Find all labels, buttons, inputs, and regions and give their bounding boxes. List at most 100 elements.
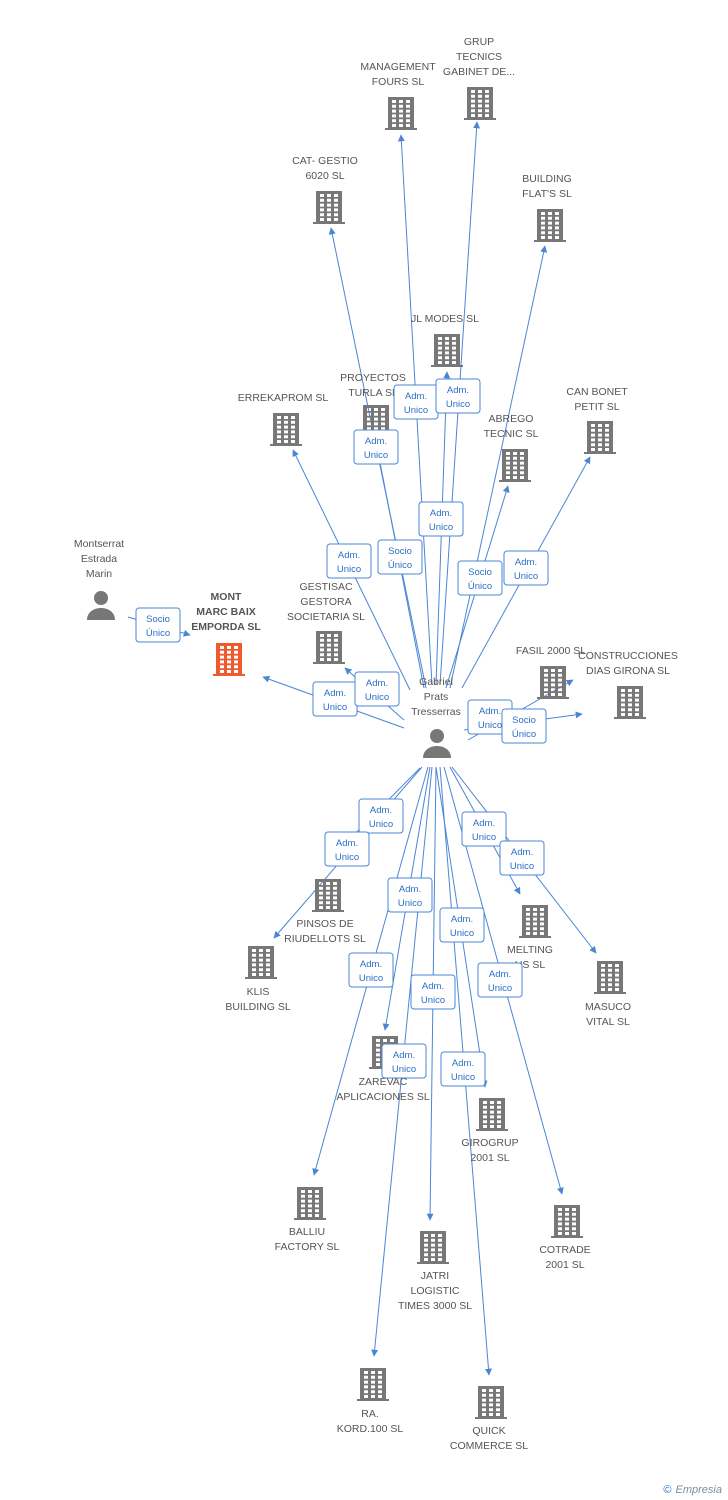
building-icon[interactable] [499,449,531,482]
edge-label-box [354,671,400,707]
edge-label-jlmodes[interactable]: Adm.Unico [418,501,464,537]
edge-label-text: Adm. [479,706,501,717]
edge-label-grup[interactable]: Adm.Unico [435,378,481,414]
edge-label-box [358,798,404,834]
building-icon[interactable] [614,686,646,719]
building-icon[interactable] [357,1368,389,1401]
building-icon[interactable] [534,209,566,242]
edge-label-pinsos[interactable]: Adm.Unico [358,798,404,834]
edge-label-text: Adm. [370,805,392,816]
edge-label-gestisac[interactable]: Adm.Unico [354,671,400,707]
node-label-errekaprom: ERREKAPROM SL [238,392,329,404]
building-shape [360,1368,386,1400]
edge-label-catgestio[interactable]: Adm.Unico [353,429,399,465]
person-icon[interactable] [423,729,451,758]
edge-label-text: Unico [335,852,359,863]
edge-label-box [377,539,423,575]
edge-label-balliu[interactable]: Adm.Unico [348,952,394,988]
building-base [385,128,417,130]
building-icon[interactable] [537,666,569,699]
building-icon[interactable] [519,905,551,938]
edge-label-mont[interactable]: Adm.Unico [312,681,358,717]
edge-label-quick[interactable]: Adm.Unico [440,1051,486,1087]
edge-label-box [457,560,503,596]
edge-label-klis[interactable]: Adm.Unico [324,831,370,867]
edge-label-masuco[interactable]: Adm.Unico [499,840,545,876]
edge-label-text: Unico [398,898,422,909]
edge-label-girogrup[interactable]: Adm.Unico [439,907,485,943]
building-shape [316,631,342,663]
edge-label-text: Unico [446,399,470,410]
edge-label-box [348,952,394,988]
edge-label-text: Adm. [366,678,388,689]
node-label-ra: RA.KORD.100 SL [337,1408,404,1435]
building-icon[interactable] [294,1187,326,1220]
edge-label-text: Unico [429,522,453,533]
edge-label-box [324,831,370,867]
node-label-jlmodes: JL MODES SL [411,313,479,325]
edge-label-zarevac[interactable]: Adm.Unico [387,877,433,913]
building-base [534,240,566,242]
building-icon[interactable] [385,97,417,130]
edge-label-canbonet[interactable]: Adm. Unico [503,550,549,586]
building-icon-highlighted[interactable] [213,643,245,676]
building-shape [273,413,299,445]
edge-label-text: Adm. [515,557,537,568]
edge-label-cotrade[interactable]: Adm.Unico [477,962,523,998]
edge-label-text: Unico [478,720,502,731]
edge-label-errekaprom[interactable]: Adm.Unico [326,543,372,579]
edge-label-text: Unico [392,1064,416,1075]
edge-label-ra[interactable]: Adm.Unico [381,1043,427,1079]
edge-label-text: Adm. [365,436,387,447]
building-shape [297,1187,323,1219]
edge-label-box [381,1043,427,1079]
edge-label-fasil[interactable]: Adm. Unico [467,699,513,735]
building-icon[interactable] [464,87,496,120]
edge-label-box [499,840,545,876]
edge-label-text: Unico [514,571,538,582]
building-icon[interactable] [245,946,277,979]
edge-label-text: Adm. [511,847,533,858]
person-icon[interactable] [87,591,115,620]
building-shape [315,879,341,911]
person-head [94,591,108,605]
building-icon[interactable] [417,1231,449,1264]
building-icon[interactable] [313,631,345,664]
edge-label-box [418,501,464,537]
building-icon[interactable] [431,334,463,367]
building-shape [502,449,528,481]
building-icon[interactable] [312,879,344,912]
building-base [476,1129,508,1131]
edge-label-text: Unico [450,928,474,939]
building-base [537,697,569,699]
edge-label-melting[interactable]: Adm.Unico [461,811,507,847]
edge-label-box [503,550,549,586]
building-icon[interactable] [594,961,626,994]
building-icon[interactable] [476,1098,508,1131]
building-icon[interactable] [270,413,302,446]
building-icon[interactable] [584,421,616,454]
edge-label-text: Unico [359,973,383,984]
building-icon[interactable] [313,191,345,224]
building-icon[interactable] [475,1386,507,1419]
edge-label-text: Socio [146,614,170,625]
building-shape [478,1386,504,1418]
building-icon[interactable] [551,1205,583,1238]
building-shape [434,334,460,366]
edge-label-jatri[interactable]: Adm.Unico [410,974,456,1010]
building-base [270,444,302,446]
building-shape [597,961,623,993]
edge-label-management[interactable]: Adm.Unico [393,384,439,420]
edge-label-text: Unico [488,983,512,994]
building-base [499,480,531,482]
